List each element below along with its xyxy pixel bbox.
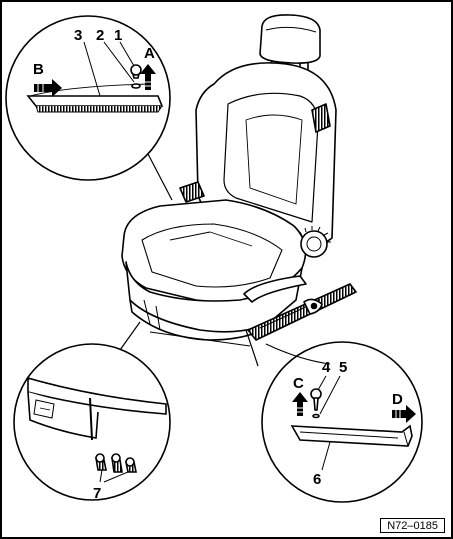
headrest (259, 14, 321, 64)
label-c: C (293, 375, 304, 392)
belt-buckle (179, 181, 205, 203)
detail-circle-top (5, 15, 173, 201)
leader-bottom (119, 321, 141, 351)
detail-circle-right (245, 329, 423, 503)
label-a: A (144, 45, 155, 62)
arrow-c-icon (292, 392, 308, 416)
label-3: 3 (74, 27, 82, 44)
seat-rail (247, 283, 357, 341)
arrow-d-icon (392, 405, 416, 423)
floor-line (149, 331, 251, 347)
label-2: 2 (96, 27, 104, 44)
leader-right (245, 329, 259, 367)
label-1: 1 (114, 27, 122, 44)
trim-cover-right (290, 424, 413, 447)
label-6: 6 (313, 471, 321, 488)
label-7: 7 (93, 485, 101, 502)
seat (121, 14, 357, 347)
arrow-b-icon (34, 79, 62, 97)
height-lever (243, 275, 307, 303)
leader-top (147, 153, 173, 201)
recline-knob (299, 226, 331, 258)
trim-cover-top (26, 95, 164, 107)
screws-7 (95, 453, 137, 473)
backrest-side-lever (311, 103, 331, 133)
label-d: D (392, 391, 403, 408)
figure-code: N72–0185 (380, 518, 445, 533)
label-4: 4 (322, 359, 331, 376)
arrow-a-icon (140, 64, 156, 90)
label-5: 5 (339, 359, 347, 376)
detail-circle-bottom (13, 321, 171, 501)
label-b: B (33, 61, 44, 78)
base-closeup (27, 376, 167, 415)
washer-2 (131, 83, 141, 89)
